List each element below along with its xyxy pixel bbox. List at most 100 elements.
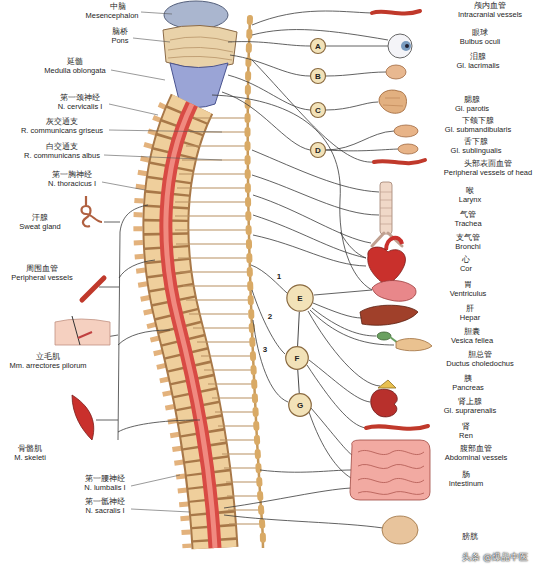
sublingual-icon (398, 144, 418, 154)
skin-icon (55, 319, 110, 345)
skeletal-muscle-icon (72, 395, 94, 440)
structure-label: 白交通支 (46, 142, 78, 151)
ganglion-circle: G (288, 393, 312, 417)
nerve-fibres (326, 102, 378, 110)
structure-label: 延髓 (67, 57, 83, 66)
nerve-fibres (118, 420, 200, 432)
pons-shape (163, 25, 237, 68)
nerve-fibres (253, 320, 288, 402)
sympathetic-trunk (248, 18, 263, 548)
structure-label-latin: Vesica fellea (451, 336, 493, 345)
structure-label: 头部表面血管 (464, 159, 512, 168)
ganglion-circle: D (310, 142, 326, 158)
parotid-icon (379, 90, 407, 113)
ganglion-outline (289, 394, 312, 417)
brainstem (163, 1, 237, 108)
heart-icon (368, 247, 406, 286)
leader-lines (131, 509, 190, 512)
structure-label-latin: Hepar (460, 313, 480, 322)
nerve-fibres (309, 412, 351, 478)
structure-label: 第一颈神经 (60, 93, 100, 102)
structure-label-latin: Gl. suprarenalis (444, 406, 497, 415)
ganglion-letter: C (315, 106, 321, 115)
sympathetic-trunk (248, 18, 263, 548)
liver-icon (360, 305, 418, 325)
structure-label-latin: Ren (459, 431, 473, 440)
structure-label: 灰交通支 (46, 117, 78, 126)
ganglion-letter: E (297, 294, 302, 303)
leader-lines (102, 12, 222, 512)
pupil-icon (405, 44, 409, 48)
nerve-fibres (326, 149, 398, 151)
structure-label: 第一腰神经 (85, 474, 125, 483)
structure-label: 汗腺 (32, 213, 48, 222)
structure-label: 腮腺 (464, 95, 480, 104)
leader-lines (133, 38, 170, 42)
structure-label-latin: Pancreas (452, 383, 484, 392)
nerve-fibres (224, 488, 351, 508)
structure-label-latin: N. sacralis I (85, 506, 124, 515)
intestine-icon (350, 440, 430, 500)
callout-number: 3 (262, 345, 268, 354)
structure-label-latin: Cor (460, 264, 472, 273)
nerve-fibres (326, 46, 388, 47)
structure-label: 肾 (462, 422, 470, 431)
ganglion-circle: C (310, 102, 326, 118)
ganglion-letter: D (315, 146, 321, 155)
structure-label-latin: Sweat gland (19, 222, 60, 231)
arrector-muscle-icon (78, 332, 92, 338)
nerve-fibres (311, 408, 352, 455)
callout-number: 2 (267, 312, 273, 321)
stomach-icon (372, 281, 416, 302)
watermark: 头条 @爆品中医 (462, 553, 528, 562)
pons-stripes (168, 37, 233, 60)
vertebra-segments (166, 104, 215, 548)
nerve-fibres (96, 420, 118, 421)
structure-label-latin: Gl. submandibularis (445, 125, 511, 134)
peripheral-vessel-icon (82, 278, 104, 300)
ganglion-letter: A (315, 42, 321, 51)
submandibular-icon (394, 125, 418, 137)
nerve-connector (298, 370, 299, 393)
ganglion-letter: G (297, 401, 303, 410)
ganglion-letter: B (315, 72, 321, 81)
structure-label: 腹部血管 (460, 444, 492, 453)
structure-label: 脑桥 (112, 27, 128, 36)
structure-label: 周围血管 (26, 264, 58, 273)
abdominal-vessel-icon (366, 426, 428, 429)
structure-label: 泪腺 (470, 52, 486, 61)
nerve-fibres (340, 232, 366, 258)
iris-icon (401, 41, 411, 51)
structure-label-latin: Bulbus oculi (460, 37, 500, 46)
nerve-fibres (104, 222, 120, 223)
nerve-fibres (118, 205, 148, 440)
structure-label-latin: Peripheral vessels of head (444, 168, 532, 177)
structure-label-latin: Mesencephalon (86, 11, 139, 20)
structure-label-latin: Intestinum (449, 479, 484, 488)
intracranial-vessel-icon (372, 11, 420, 14)
structure-label-latin: M. skeleti (14, 453, 46, 462)
gallbladder-icon (377, 332, 391, 340)
adrenal-icon (378, 380, 396, 388)
ganglion-outline (310, 102, 325, 117)
structure-label-latin: N. cervicalis I (58, 102, 103, 111)
structure-label-latin: Mm. arrectores pilorum (9, 361, 86, 370)
leader-lines (102, 182, 145, 190)
nerve-fibres (99, 287, 119, 288)
structure-label: 肾上腺 (458, 397, 482, 406)
nerve-fibres (314, 290, 372, 295)
nerve-fibres (252, 11, 372, 25)
structure-label: 膀胱 (462, 532, 478, 541)
structure-label: 支气管 (456, 233, 480, 242)
nerve-fibres (228, 42, 310, 46)
hair-icon (72, 316, 80, 345)
pancreas-icon (396, 339, 432, 351)
leader-lines (131, 475, 180, 486)
nerve-fibres (119, 260, 155, 278)
nerve-connector (298, 312, 300, 346)
structure-label-latin: Medulla oblongata (44, 66, 105, 75)
structure-label-latin: N. lumbalis I (84, 483, 125, 492)
structure-label: 眼球 (472, 28, 488, 37)
leader-lines (109, 130, 222, 132)
nerve-fibres (251, 265, 287, 293)
